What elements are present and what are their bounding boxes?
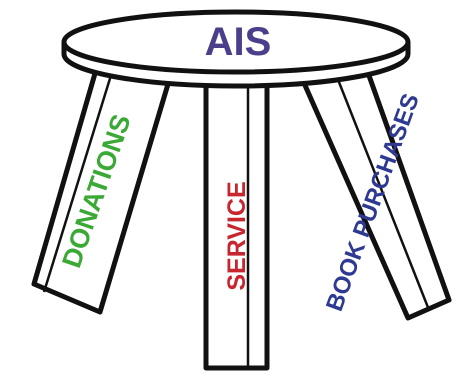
- seat-label: AIS: [205, 20, 272, 64]
- seat: [61, 9, 411, 89]
- leg-label-service: SERVICE: [223, 181, 251, 290]
